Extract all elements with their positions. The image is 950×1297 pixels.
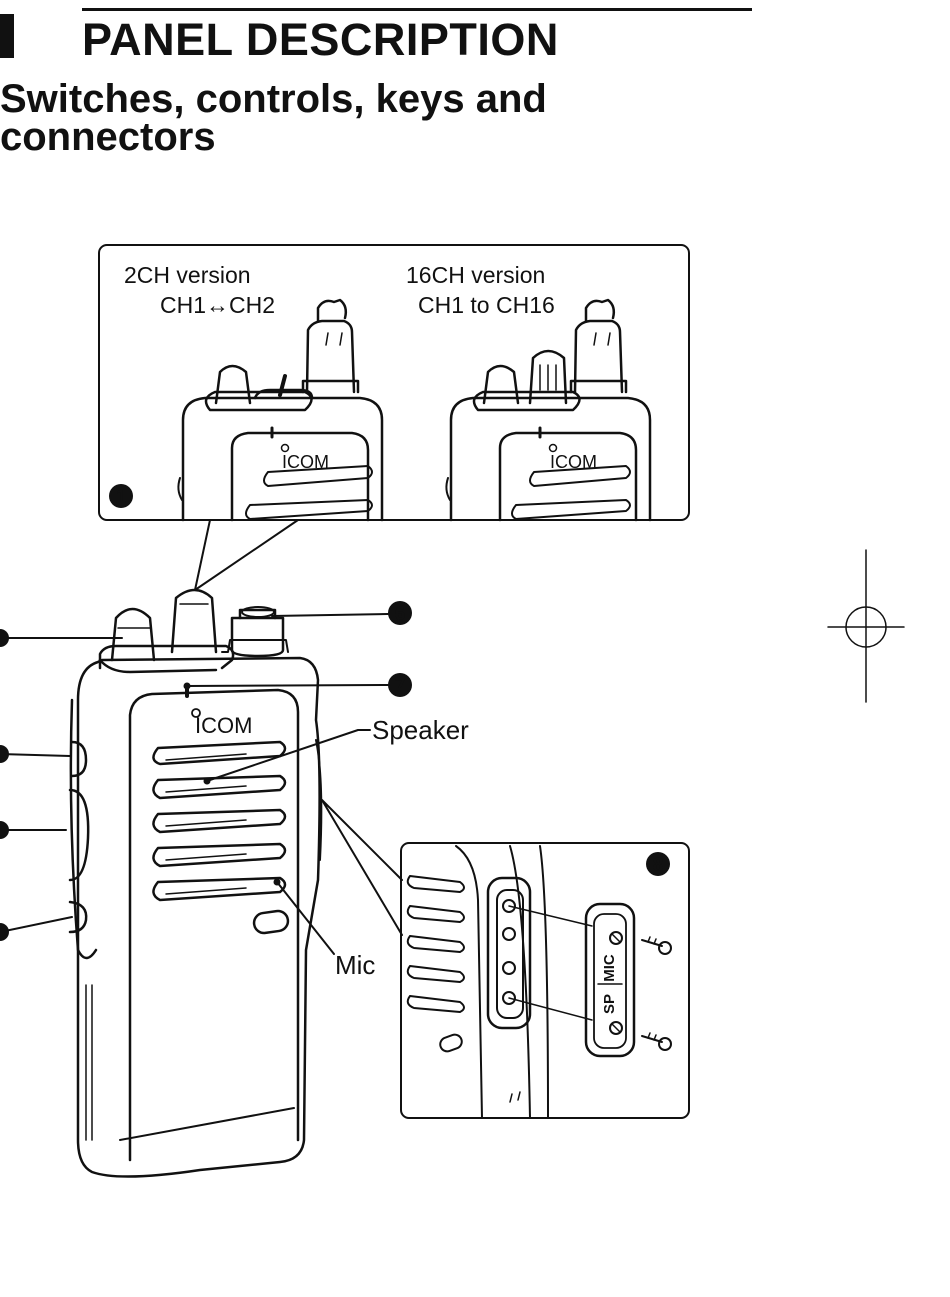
caption-16ch-version: 16CH version (406, 262, 545, 288)
header-rule (82, 8, 752, 11)
speaker-label: Speaker (372, 715, 469, 745)
callout-8-badge (646, 852, 670, 876)
callout-6-number: 6 (395, 604, 406, 625)
caption-2ch-version: 2CH version (124, 262, 251, 288)
callout-6-leader (271, 613, 389, 617)
inset-channel-selector (98, 244, 690, 522)
jack-cover-sp-label: SP (601, 994, 618, 1014)
section-number-tab (0, 14, 14, 58)
callout-6-badge (388, 601, 412, 625)
speaker-leader (206, 729, 371, 782)
jack-cover-mic-label: MIC (601, 954, 618, 982)
subheading-line-2: connectors (0, 115, 216, 159)
subheading: Switches, controls, keys and connectors (0, 77, 700, 159)
callout-8-number: 8 (653, 855, 664, 876)
caption-16ch-range: CH1 to CH16 (418, 292, 555, 318)
mic-leader (276, 881, 335, 955)
inset-1-leader-lines (194, 519, 299, 591)
callout-7-leader (186, 684, 389, 687)
left-callouts (0, 629, 123, 941)
caption-2ch-range: CH1↔CH2 (160, 292, 275, 318)
inset-accessory-jack (400, 842, 690, 1119)
section-title: PANEL DESCRIPTION (82, 14, 559, 65)
callout-7-badge (388, 673, 412, 697)
callout-1-badge (109, 484, 133, 508)
inset-8-leader-lines (321, 799, 403, 936)
radio-body (68, 588, 323, 1178)
callout-7-number: 7 (395, 676, 406, 697)
radio-brand-logo: ICOM (195, 713, 252, 738)
mic-label: Mic (335, 950, 375, 980)
registration-mark (827, 549, 905, 703)
callout-1-number: 1 (116, 487, 127, 508)
inset-brand-left: ICOM (282, 452, 329, 472)
subheading-line-1: Switches, controls, keys and (0, 77, 547, 121)
inset-brand-right: ICOM (550, 452, 597, 472)
